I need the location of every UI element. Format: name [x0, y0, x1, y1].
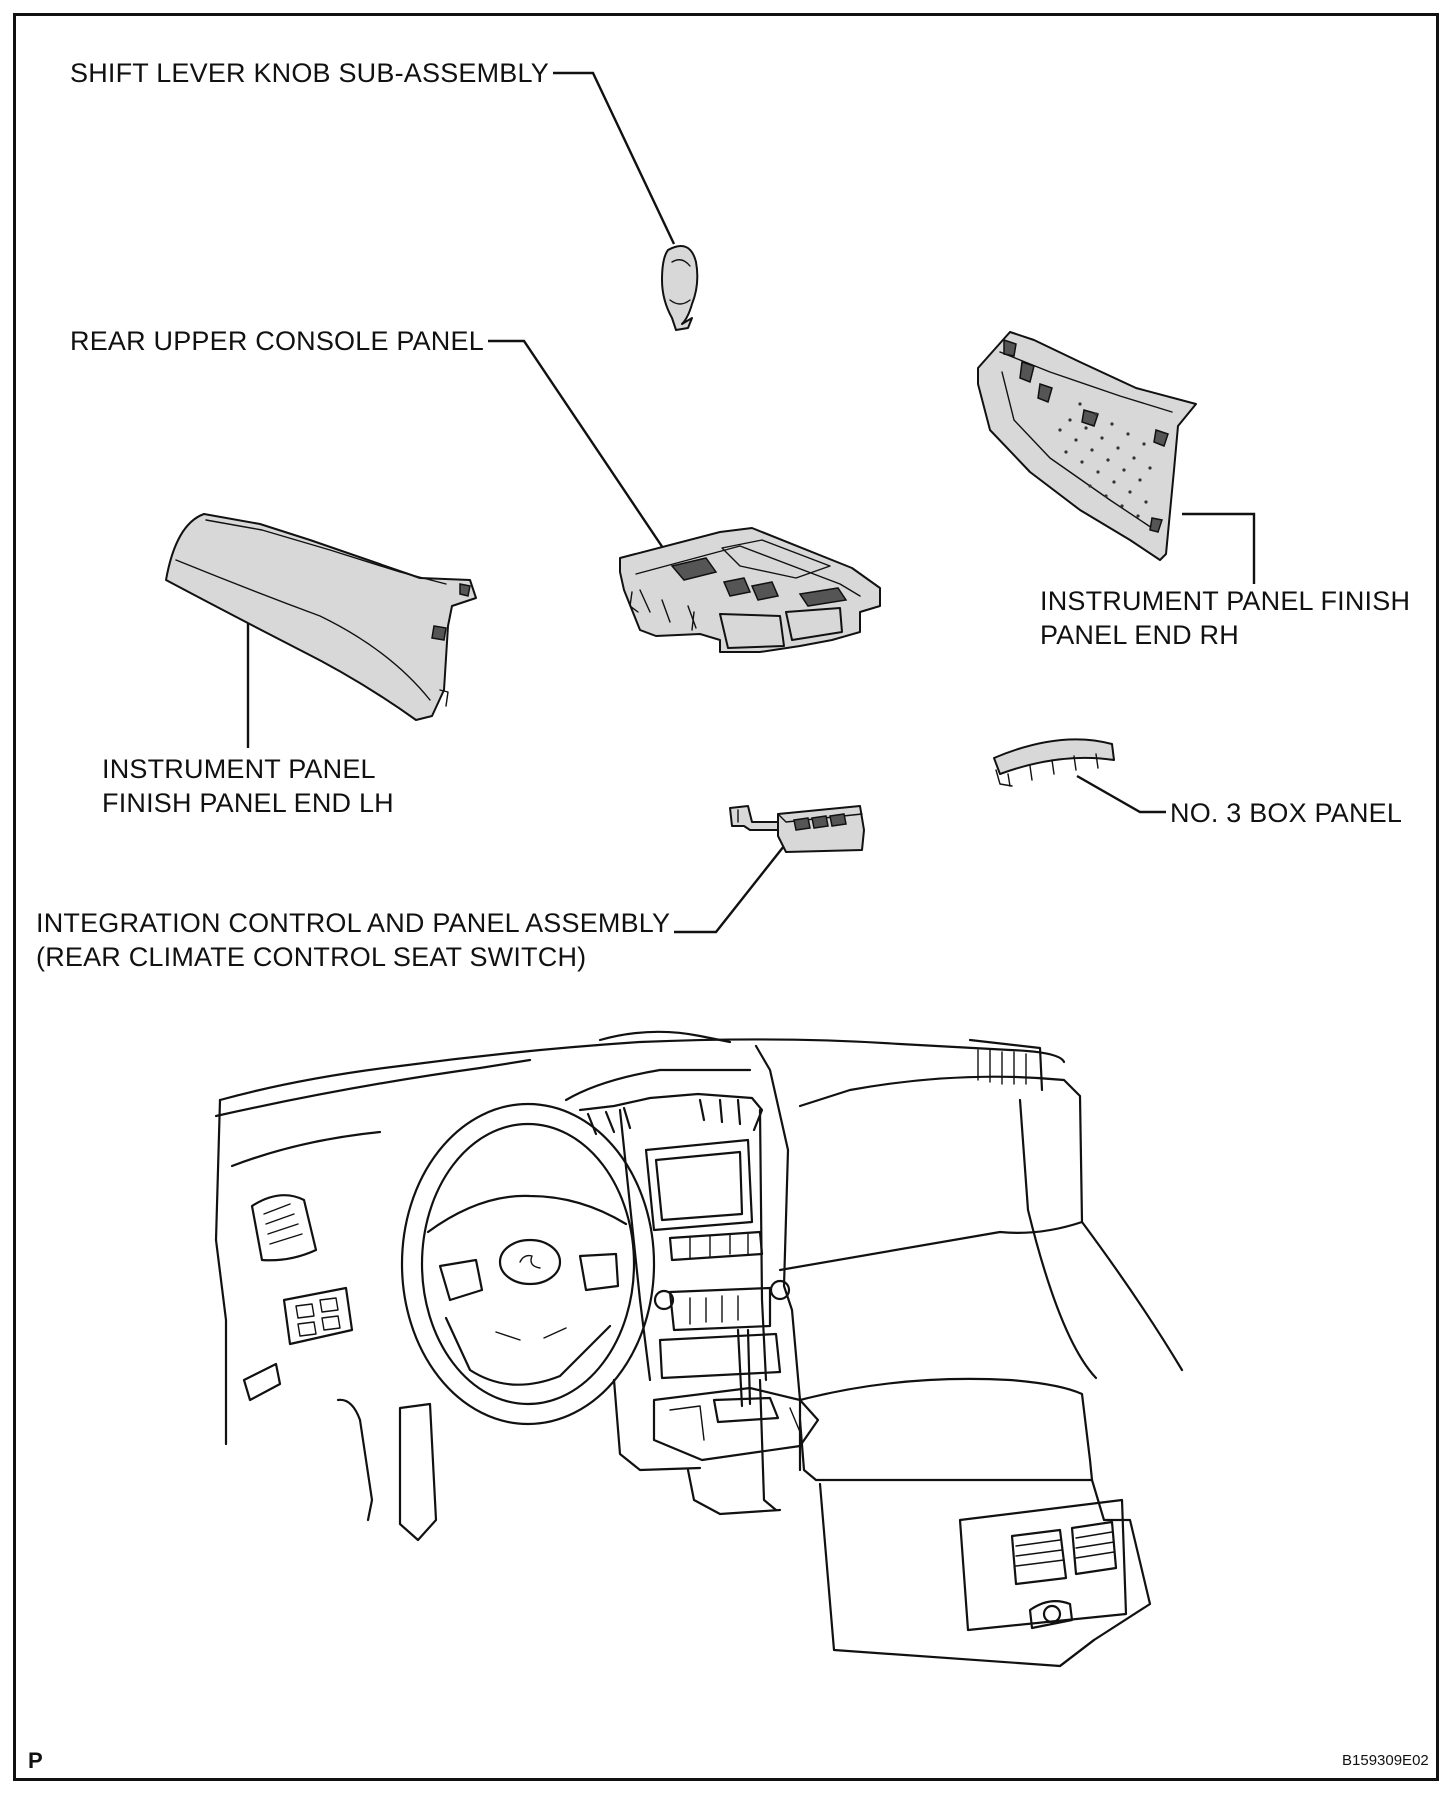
vehicle-interior-drawing	[214, 1030, 1184, 1668]
no3-box-panel-drawing	[993, 738, 1115, 787]
label-integration-control-line1: INTEGRATION CONTROL AND PANEL ASSEMBLY	[36, 908, 671, 938]
label-finish-panel-lh-line2: FINISH PANEL END LH	[102, 788, 394, 818]
leader-finish-rh	[1182, 512, 1256, 584]
leader-box-panel	[1076, 774, 1166, 814]
diagram-frame	[13, 13, 1439, 1781]
leader-integration	[674, 845, 785, 934]
leader-shift-knob	[553, 71, 676, 245]
label-finish-panel-rh-line2: PANEL END RH	[1040, 620, 1239, 650]
steering-wheel-drawing	[400, 1102, 656, 1426]
finish-panel-rh-drawing	[977, 331, 1197, 561]
leader-rear-upper-console	[488, 339, 664, 549]
leader-lines	[246, 71, 1256, 934]
corner-mark: P	[28, 1748, 43, 1773]
shift-area-drawing	[612, 1328, 820, 1516]
label-rear-upper-console-panel: REAR UPPER CONSOLE PANEL	[70, 326, 484, 356]
integration-control-drawing	[729, 805, 865, 853]
label-shift-lever-knob: SHIFT LEVER KNOB SUB-ASSEMBLY	[70, 58, 549, 88]
center-stack-drawing	[578, 1092, 791, 1382]
panel-rh-dots	[1058, 402, 1152, 518]
label-finish-panel-lh-line1: INSTRUMENT PANEL	[102, 754, 376, 784]
figure-id: B159309E02	[1342, 1752, 1429, 1769]
rear-upper-console-drawing	[619, 527, 881, 653]
label-no3-box-panel: NO. 3 BOX PANEL	[1170, 798, 1403, 828]
shift-lever-knob-drawing	[661, 245, 699, 331]
rear-console-drawing	[758, 1377, 1152, 1668]
label-finish-panel-rh-line1: INSTRUMENT PANEL FINISH	[1040, 586, 1411, 616]
label-integration-control-line2: (REAR CLIMATE CONTROL SEAT SWITCH)	[36, 942, 587, 972]
finish-panel-lh-drawing	[165, 513, 477, 721]
